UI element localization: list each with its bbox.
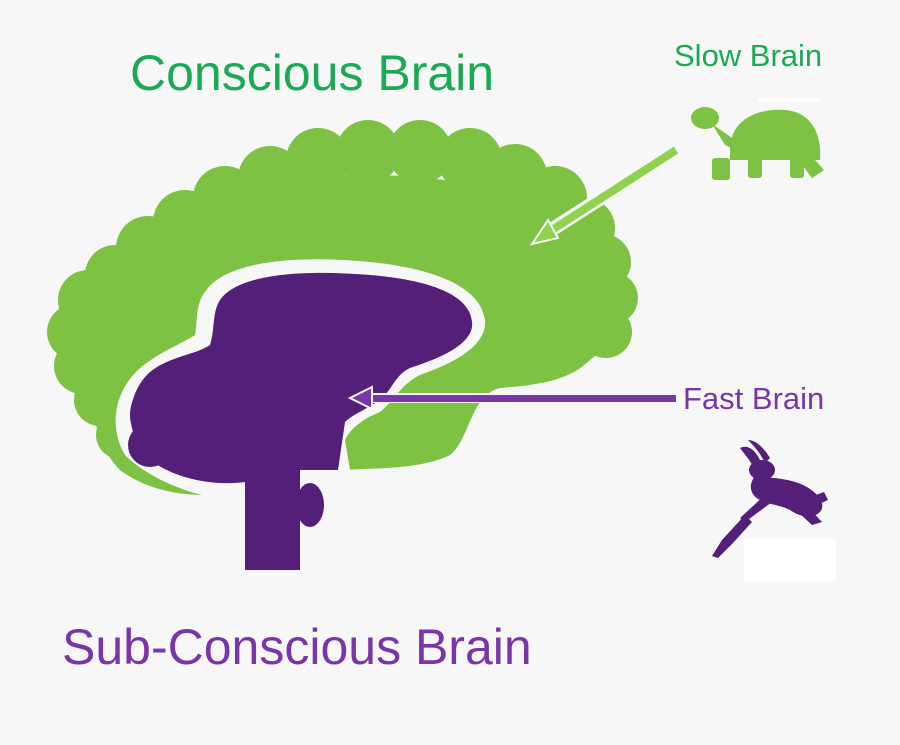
decor-bar (758, 98, 820, 102)
conscious-brain-title: Conscious Brain (130, 45, 495, 101)
decor-box (744, 538, 836, 582)
fast-brain-arrow (347, 385, 676, 411)
subconscious-brain-title: Sub-Conscious Brain (62, 619, 532, 675)
limbic-brainstem-shape (128, 272, 473, 570)
slow-brain-label: Slow Brain (674, 38, 823, 73)
rabbit-icon (712, 440, 828, 558)
fast-brain-label: Fast Brain (683, 381, 825, 416)
slow-brain-arrow (529, 143, 683, 246)
turtle-icon (691, 107, 824, 180)
